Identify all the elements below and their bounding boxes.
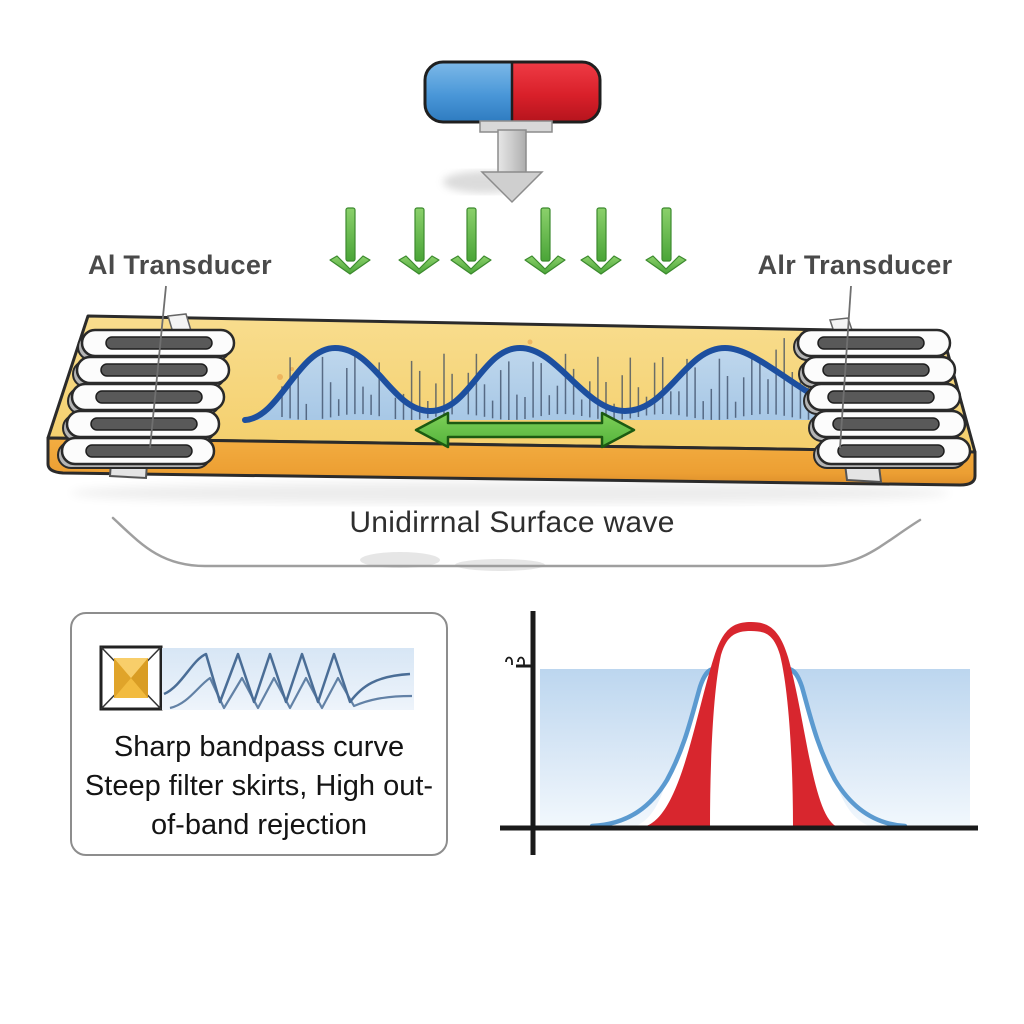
left-leader-line [149, 285, 167, 449]
idt-left-transducer [57, 328, 236, 469]
info-box: Sharp bandpass curve Steep filter skirts… [70, 612, 448, 856]
electrode-finger [808, 409, 967, 442]
electrode-finger [67, 382, 226, 415]
down-arrow-icon [524, 207, 566, 275]
electrode-finger [793, 328, 952, 361]
stem-shaft [497, 129, 527, 177]
bandpass-plot [500, 611, 978, 855]
info-line-1: Sharp bandpass curve [113, 731, 405, 763]
caption-surface-wave: Unidirrnal Surface wave [349, 506, 675, 539]
electrode-finger [72, 355, 231, 388]
electrode-finger [57, 436, 216, 469]
electrode-finger [62, 409, 221, 442]
substrate-front-face [46, 436, 977, 487]
label-right-transducer: Alr Transducer [757, 250, 953, 280]
wave-train-icon [162, 648, 414, 710]
down-arrow-icon [398, 207, 440, 275]
magnet-south-pole [512, 62, 600, 122]
magnet-north-pole [425, 62, 512, 122]
down-arrows-row [329, 207, 687, 275]
electrode-finger [813, 436, 972, 469]
substrate-shadow [70, 482, 950, 504]
electrode-finger [77, 328, 236, 361]
y-axis-tick-marks [505, 656, 525, 665]
down-arrow-icon [645, 207, 687, 275]
idt-right-transducer [793, 328, 972, 469]
down-arrow-icon [580, 207, 622, 275]
info-line-3: of-band rejection [150, 809, 368, 841]
label-left-transducer: Al Transducer [88, 250, 272, 280]
idt-crystal-icon [99, 645, 163, 711]
substrate-illustration [46, 285, 977, 504]
magnet-icon [423, 60, 602, 204]
wide-response-curve [589, 666, 908, 829]
down-arrow-icon [450, 207, 492, 275]
info-line-2: Steep filter skirts, High out- [84, 770, 434, 802]
electrode-finger [798, 355, 957, 388]
band-fill [540, 669, 970, 828]
electrode-finger [803, 382, 962, 415]
down-arrow-icon [329, 207, 371, 275]
stem-arrowhead [480, 171, 544, 204]
bandpass-curve [643, 622, 838, 827]
direction-arrow-icon [414, 411, 636, 449]
brace-under-substrate [111, 516, 922, 571]
right-leader-line [839, 285, 852, 449]
